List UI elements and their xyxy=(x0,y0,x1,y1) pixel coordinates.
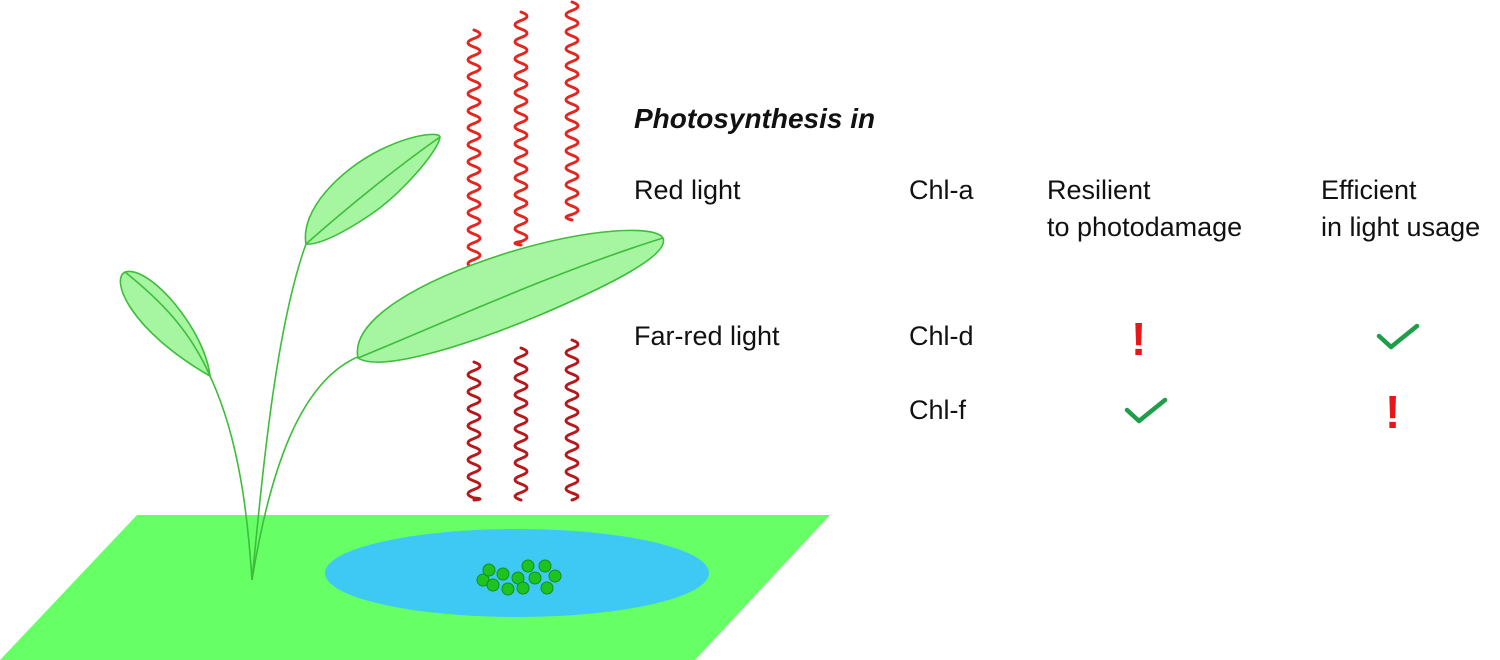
leaf-left xyxy=(119,270,211,378)
row-red-light-label: Red light xyxy=(634,175,741,205)
algae-cells xyxy=(476,559,562,596)
waves-farred-ray-3 xyxy=(564,338,580,502)
waves-red-ray-3 xyxy=(564,0,580,222)
row-chl-a-pigment: Chl-a xyxy=(909,175,974,205)
waves-farred-ray-2 xyxy=(513,346,529,502)
diagram-title: Photosynthesis in xyxy=(634,103,876,134)
chl-f-photodamage-checkmark-icon xyxy=(1124,397,1168,424)
far-red-light-waves xyxy=(466,338,580,502)
row-far-red-light-label: Far-red light xyxy=(634,321,780,351)
row-chl-f-pigment: Chl-f xyxy=(909,395,967,425)
red-light-waves xyxy=(466,0,580,280)
leaf-upper xyxy=(304,133,441,245)
waves-farred-ray-1 xyxy=(466,360,482,502)
plant-leaves xyxy=(119,133,665,378)
column-header-light-usage: Efficient in light usage xyxy=(1321,175,1481,242)
plant-stems xyxy=(209,243,361,581)
chl-d-photodamage-warning-icon: ! xyxy=(1131,313,1147,365)
chl-f-light-usage-warning-icon: ! xyxy=(1385,386,1401,438)
row-chl-d-pigment: Chl-d xyxy=(909,321,974,351)
leaf-large xyxy=(356,229,665,363)
column-header-photodamage: Resilient to photodamage xyxy=(1047,175,1243,242)
waves-red-ray-2 xyxy=(513,10,529,247)
waves-red-ray-1 xyxy=(466,28,482,280)
chl-d-light-usage-checkmark-icon xyxy=(1376,323,1420,350)
